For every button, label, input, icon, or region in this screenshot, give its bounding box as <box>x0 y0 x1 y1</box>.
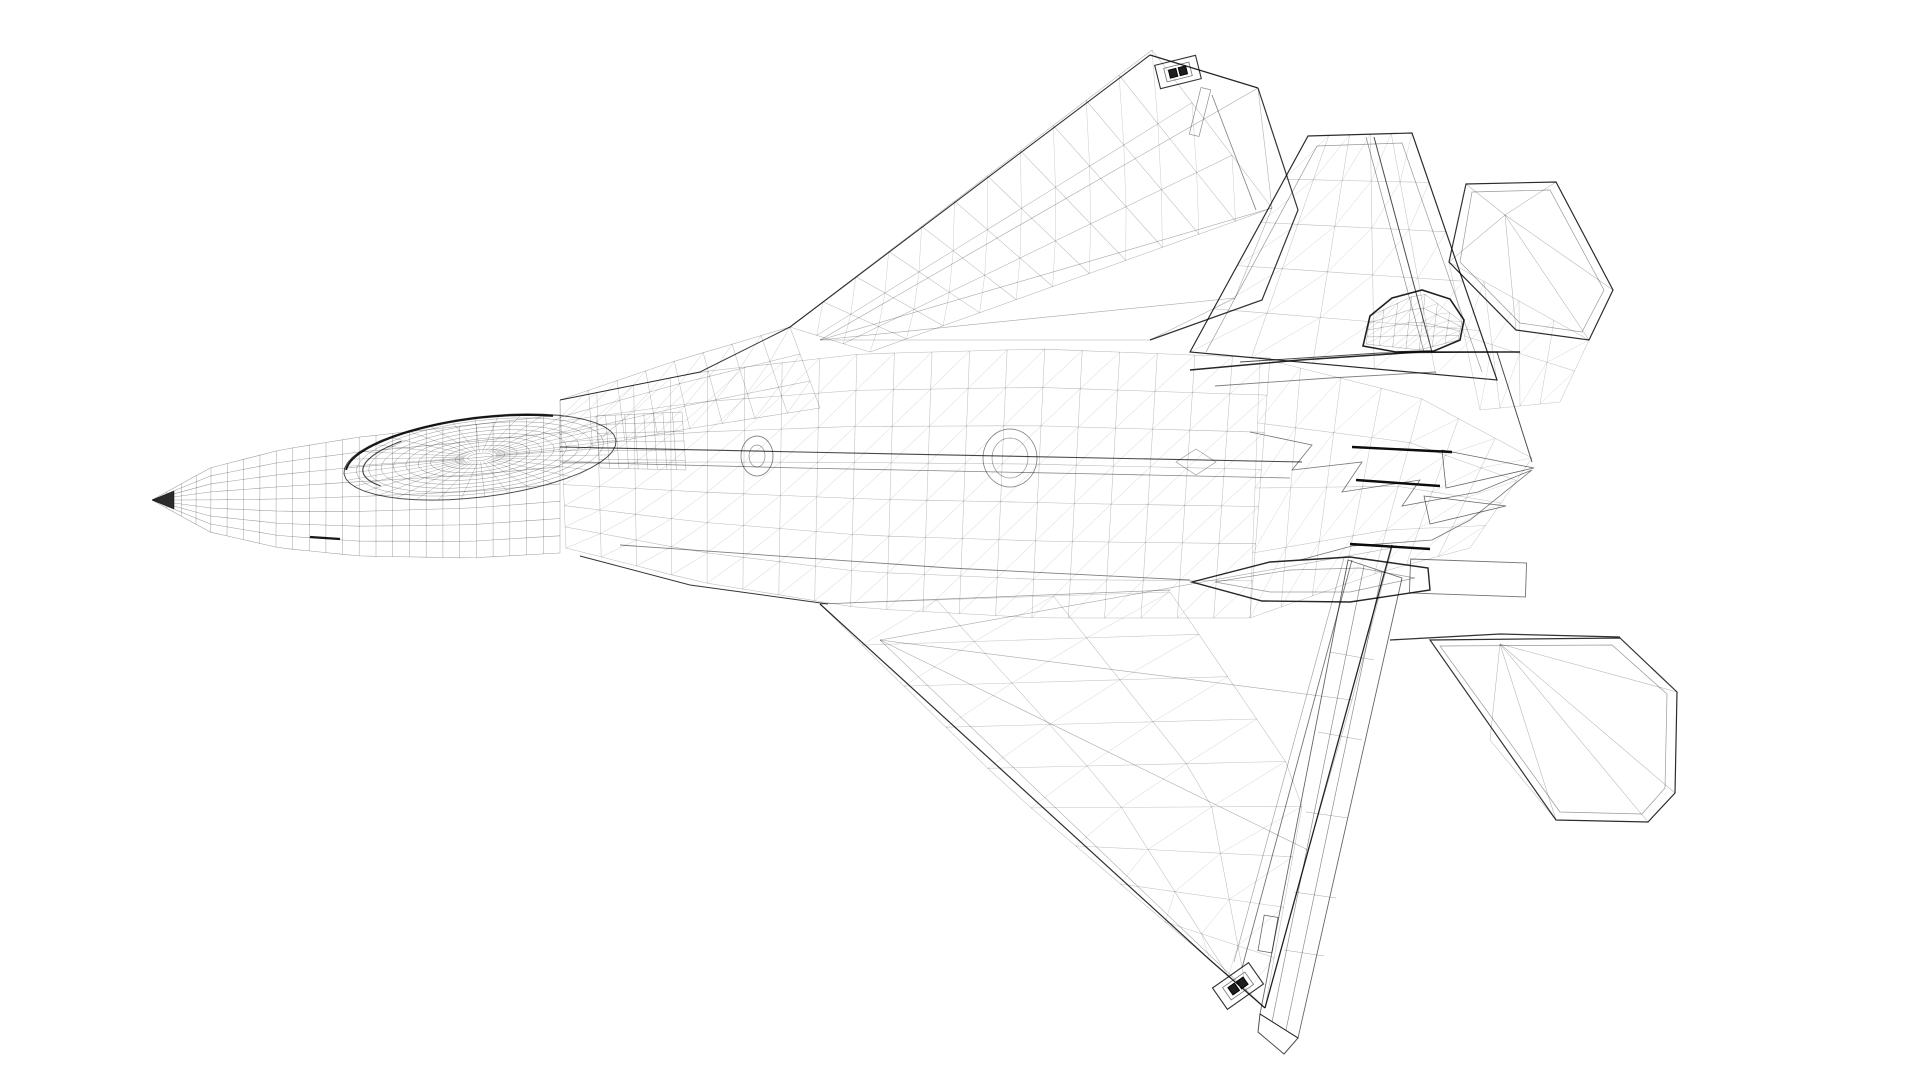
aft-sweep-line-2 <box>1214 371 1437 387</box>
stbd-fin-line-1 <box>1271 565 1365 1023</box>
nozzle-bar-1 <box>1351 445 1453 454</box>
windscreen-frame <box>362 440 402 487</box>
nacelle-hump-mesh <box>1365 294 1463 351</box>
upper-chine-line-2 <box>559 461 1291 479</box>
stbd-fin-tick-2 <box>1317 731 1363 741</box>
stbd-fin-tick-3 <box>1305 811 1349 819</box>
fuselage-port-small <box>740 435 774 477</box>
boom-tip-lower <box>1423 495 1507 525</box>
mid-fuselage-mesh <box>559 348 1271 619</box>
spine-refuel-grid <box>595 411 687 471</box>
port-fin-rudder-hinge-2 <box>1365 136 1425 353</box>
upper-chine-line <box>559 446 1303 463</box>
fuselage-port-large-inner <box>991 437 1029 479</box>
stbd-wing-leading-edge <box>819 603 1211 961</box>
nozzle-serration <box>1249 431 1533 561</box>
stbd-fin-vent <box>1257 914 1279 954</box>
nacelle-hump-outline <box>1362 289 1465 353</box>
fuselage-port-small-inner <box>748 444 766 468</box>
port-fin-rudder-hinge <box>1373 136 1433 353</box>
stbd-stabilator-ribs <box>1489 643 1678 823</box>
stbd-wing-trailing-edge <box>1264 544 1393 1009</box>
stbd-fin-tick-1 <box>1329 651 1375 661</box>
stbd-wingtip-light <box>1211 961 1265 1011</box>
stbd-fin-tip <box>1257 1013 1299 1055</box>
lower-chine-line <box>619 544 1191 581</box>
port-wing-tip-chord <box>1149 54 1259 89</box>
stbd-fin-outline <box>1259 559 1403 1039</box>
nose-cone-mesh <box>151 414 561 559</box>
pitot-probe <box>309 535 341 541</box>
stbd-stabilator-outline <box>1428 637 1678 823</box>
stbd-wing-root-chord <box>819 589 1171 605</box>
port-stabilator-outline <box>1448 181 1614 341</box>
port-wing-flap-hinge <box>1211 94 1257 211</box>
forebody-upper-silhouette <box>559 326 791 401</box>
intake-shoulder-mesh <box>559 326 821 453</box>
nozzle-bar-3 <box>1349 542 1431 551</box>
canopy-rim-highlight <box>345 413 554 471</box>
aft-deck-mesh <box>1249 357 1533 619</box>
port-wing-trailing-edge <box>1149 87 1299 341</box>
port-wing-tip-vent <box>1188 87 1212 137</box>
flap-actuator-box <box>1408 558 1528 598</box>
port-fin-outline <box>1189 132 1498 381</box>
panel-diamond <box>1175 448 1217 476</box>
stbd-wing-mesh <box>819 591 1303 1009</box>
port-wing-mesh <box>789 49 1273 353</box>
burner-deck-edge <box>1389 633 1621 641</box>
stbd-fin-tick-4 <box>1293 891 1337 899</box>
port-wing-leading-edge <box>789 54 1151 328</box>
boom-tip-upper <box>1441 449 1535 489</box>
canopy-outline <box>343 413 617 501</box>
fuselage-port-large <box>982 428 1038 488</box>
stbd-wing-flap-hinge <box>1241 559 1353 969</box>
flap-lens-outline <box>1189 556 1431 603</box>
stbd-wing-tip-chord <box>1209 959 1266 1009</box>
stbd-fin-tick-5 <box>1283 949 1325 957</box>
stbd-stabilator-inner <box>1439 644 1668 815</box>
port-stabilator-ribs <box>1448 181 1614 341</box>
stbd-wing-ribs <box>879 547 1393 1009</box>
port-wing-ribs <box>819 87 1273 341</box>
stbd-wing-flap-hinge-2 <box>1233 557 1345 963</box>
flap-lens-inner <box>1214 567 1416 593</box>
port-boom-patch <box>1448 261 1590 411</box>
port-stabilator-inner <box>1459 189 1605 333</box>
aft-sweep-line <box>1189 351 1520 371</box>
forebody-lower-silhouette <box>579 555 829 605</box>
stbd-fin-line-2 <box>1285 571 1383 1031</box>
nozzle-bar-2 <box>1355 478 1441 488</box>
nose-tip <box>151 490 175 510</box>
port-wingtip-light <box>1154 54 1202 90</box>
port-fin-inner-outline <box>1205 142 1483 373</box>
port-fin-mesh <box>1189 132 1498 381</box>
